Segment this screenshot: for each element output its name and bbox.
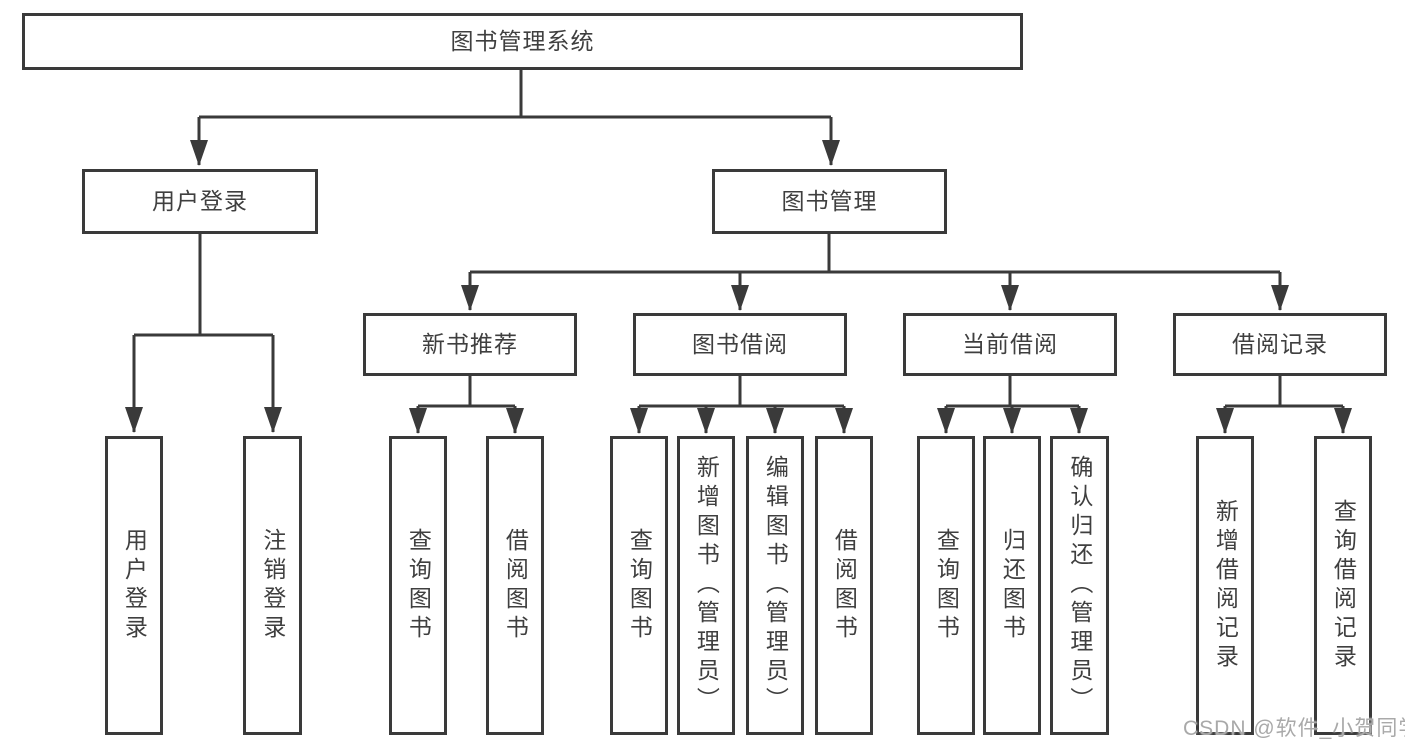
node-book-management: 图书管理 [712, 169, 947, 234]
node-new-book-recommend: 新书推荐 [363, 313, 577, 376]
leaf-add-borrow-record: 新增借阅记录 [1196, 436, 1254, 735]
node-user-login: 用户登录 [82, 169, 318, 234]
leaf-query-books-current: 查询图书 [917, 436, 975, 735]
leaf-borrow-books-borrowing: 借阅图书 [815, 436, 873, 735]
leaf-borrow-books-recommend: 借阅图书 [486, 436, 544, 735]
node-borrowing-records: 借阅记录 [1173, 313, 1387, 376]
leaf-edit-books-admin: 编辑图书（管理员） [746, 436, 804, 735]
leaf-query-books-recommend: 查询图书 [389, 436, 447, 735]
node-library-system: 图书管理系统 [22, 13, 1023, 70]
node-current-borrowing: 当前借阅 [903, 313, 1117, 376]
leaf-add-books-admin: 新增图书（管理员） [677, 436, 735, 735]
node-book-borrowing: 图书借阅 [633, 313, 847, 376]
watermark-text: CSDN @软件_小贺同学 [1183, 717, 1405, 740]
leaf-return-books: 归还图书 [983, 436, 1041, 735]
leaf-confirm-return-admin: 确认归还（管理员） [1050, 436, 1109, 735]
leaf-query-borrow-record: 查询借阅记录 [1314, 436, 1372, 735]
leaf-user-login: 用户登录 [105, 436, 163, 735]
leaf-logout: 注销登录 [243, 436, 302, 735]
leaf-query-books-borrowing: 查询图书 [610, 436, 668, 735]
